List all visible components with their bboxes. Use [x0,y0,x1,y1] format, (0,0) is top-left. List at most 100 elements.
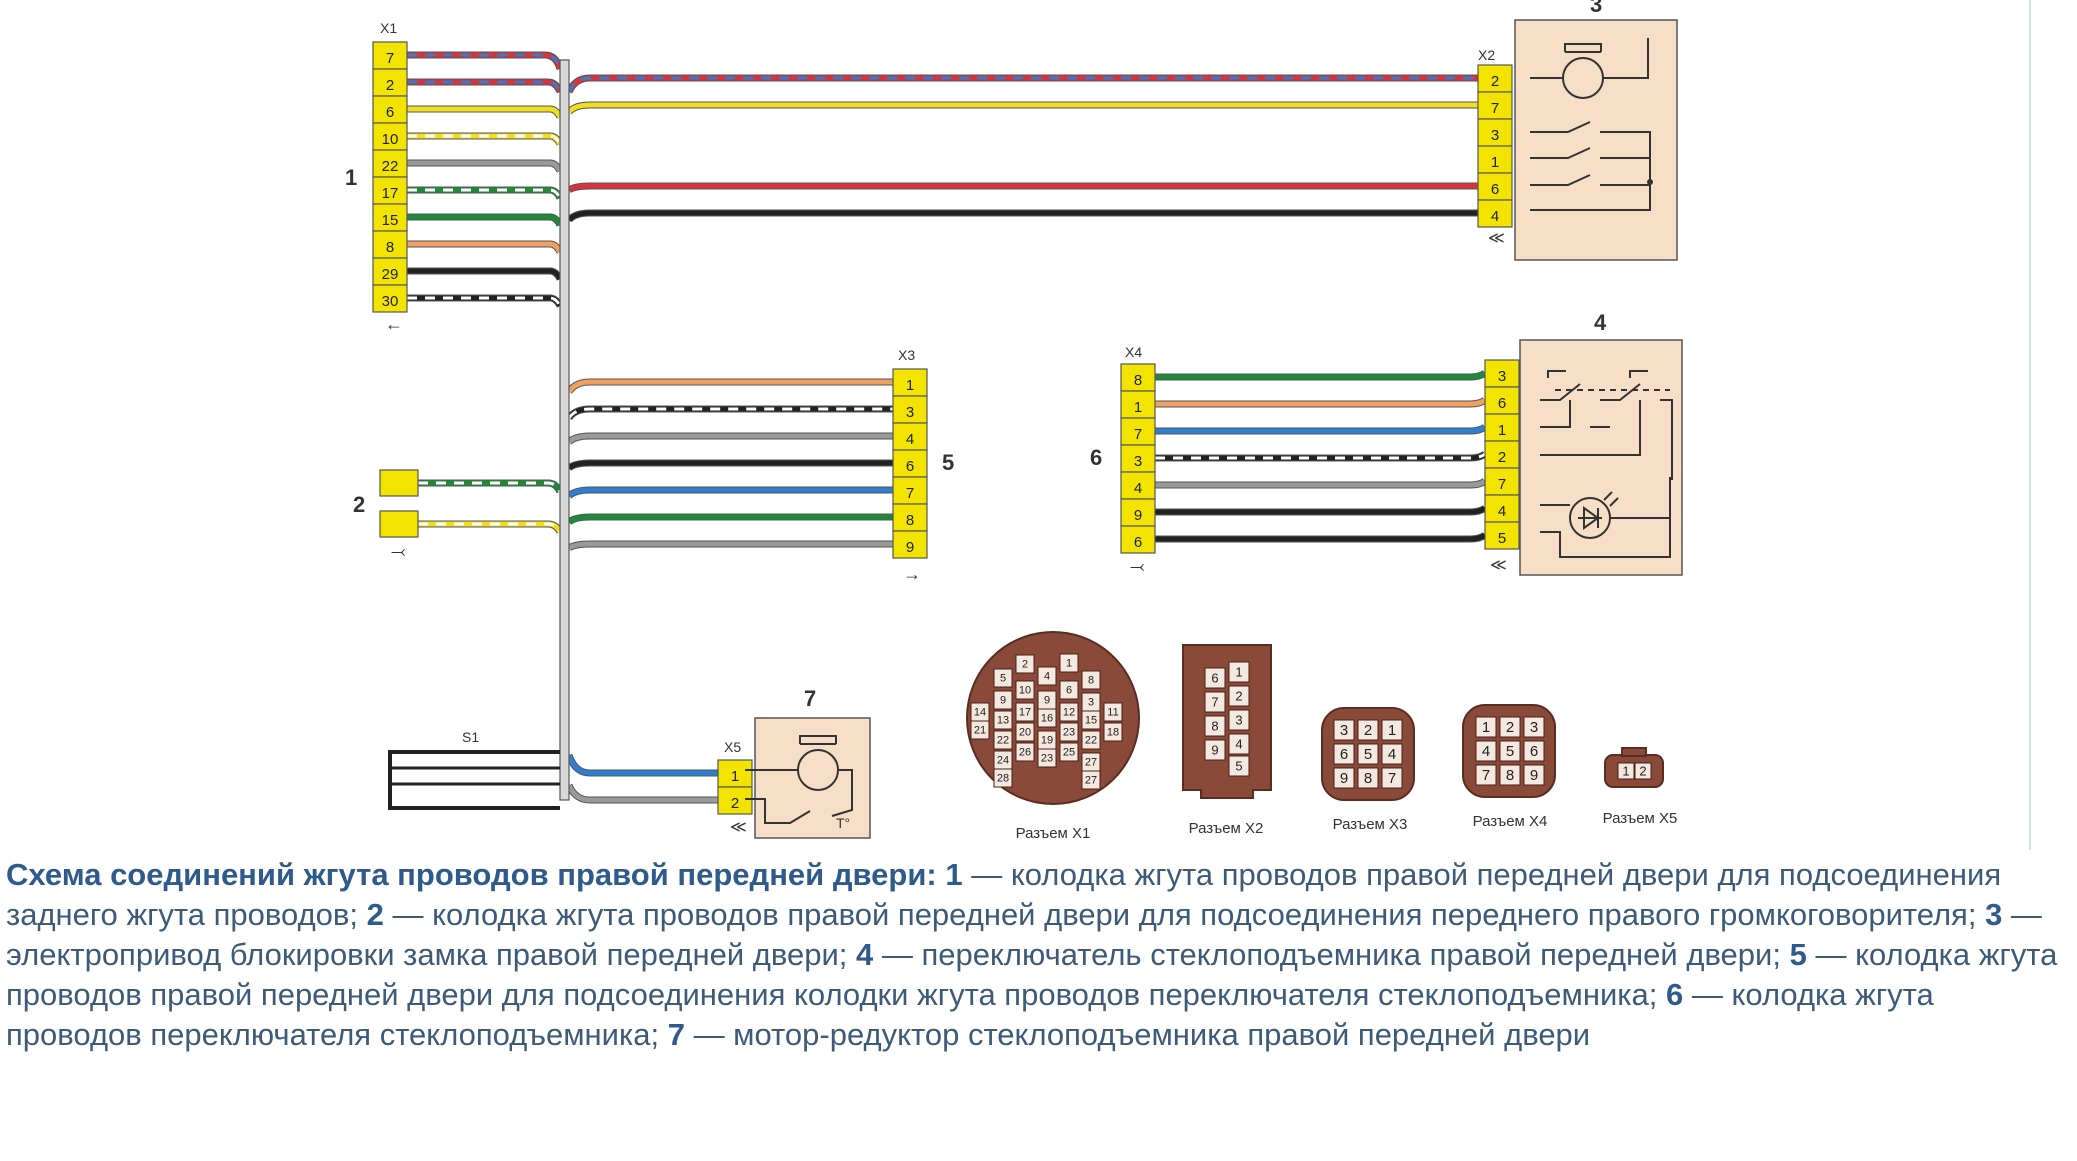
x4-pin: 7 [1134,426,1142,443]
x4-pin: 3 [1134,453,1142,470]
wire [407,213,564,227]
label-4: 4 [1594,310,1607,335]
plug-pin: 20 [1019,727,1031,739]
x4-pin: 8 [1134,372,1142,389]
plug-pin: 2 [1364,722,1372,739]
splice-s1 [388,750,560,810]
plug-pin: 6 [1211,670,1218,685]
x3-pin: 3 [906,404,914,421]
x2-pin: 3 [1491,127,1499,144]
plug-pin: 1 [1066,658,1072,670]
plug-pin: 21 [974,725,986,737]
thermal-label: T° [836,815,850,831]
x3-pin: 4 [906,431,914,448]
plug-pin: 25 [1063,747,1075,759]
x2b-direction-icon: ⤙ [391,541,405,561]
x3-pin: 1 [906,377,914,394]
plug-pin: 8 [1211,718,1218,733]
plug-pin: 4 [1235,736,1242,751]
plug-pin: 14 [974,707,986,719]
caption-item: 6 — колодка жгута проводов переключателя… [6,977,1934,1052]
plug-x4-caption: Разъем X4 [1473,813,1548,830]
wire [1155,397,1488,408]
plug-pin: 3 [1088,697,1094,709]
caption-item: 7 — мотор-редуктор стеклоподъемника прав… [668,1017,1590,1052]
x2-pin: 4 [1491,208,1499,225]
plug-pin: 4 [1482,743,1490,760]
wire [1155,424,1488,435]
wire [407,240,564,254]
wire [566,101,1478,115]
wire [418,479,564,494]
x4-direction-icon: ⤙ [1130,556,1144,576]
wire [567,540,893,552]
plug-pin: 6 [1066,685,1072,697]
caption-item: 5 — колодка жгута проводов правой передн… [6,937,2057,1012]
plug-pin: 1 [1622,763,1629,778]
window-motor [754,717,871,839]
plug-pin: 8 [1364,770,1372,787]
plug-pin: 23 [1063,727,1075,739]
plug-pin: 27 [1085,757,1097,769]
plug-pin: 15 [1085,715,1097,727]
plug-pin: 18 [1107,727,1119,739]
x4-pin: 9 [1134,507,1142,524]
plug-pin: 6 [1530,743,1538,760]
plug-pin: 3 [1530,719,1538,736]
plug-pin: 9 [1340,770,1348,787]
plug-pin: 22 [997,735,1009,747]
indicator-diode-icon [1540,477,1671,558]
wire [407,51,564,71]
x5-direction-icon: ≪ [730,819,747,836]
plug-pin: 2 [1235,688,1242,703]
connector-x5: 12 [717,759,753,815]
wire [566,513,893,525]
x1-pin: 22 [382,158,399,175]
wire [565,783,718,804]
x2-direction-icon: ≪ [1488,230,1505,247]
x1-label: X1 [380,20,397,36]
speaker-connector-a [379,469,419,497]
wire [407,294,564,308]
plug-x2-caption: Разъем X2 [1189,820,1264,837]
label-6: 6 [1090,445,1102,470]
figure-caption: Схема соединений жгута проводов правой п… [6,855,2066,1055]
x4-pin: 4 [1134,480,1142,497]
wire [566,405,893,421]
switch-contacts-icon [1540,370,1673,480]
x3-pin: 6 [906,458,914,475]
wire [566,486,893,499]
x1-pin: 10 [382,131,399,148]
x1-pin: 7 [386,50,394,67]
caption-item-text: — электропривод блокировки замка правой … [6,897,2042,972]
plug-pin: 9 [1211,742,1218,757]
plug-pin: 3 [1235,712,1242,727]
label-7: 7 [804,686,816,711]
wire [1155,370,1488,381]
x1-pin: 15 [382,212,399,229]
plug-pin: 12 [1063,707,1075,719]
plug-pin: 26 [1019,747,1031,759]
window-lift-switch [1519,339,1683,576]
caption-item-text: — колодка жгута проводов правой передней… [6,937,2058,1012]
wire [407,267,564,281]
plug-pin: 8 [1506,767,1514,784]
comp4-pin: 6 [1498,395,1506,412]
x5-pin: 1 [731,768,739,785]
plug-pin: 19 [1041,735,1053,747]
caption-item-number: 1 [936,857,963,892]
wire [1155,532,1488,543]
caption-item-text: — мотор-редуктор стеклоподъемника правой… [684,1017,1591,1052]
x1-pin: 30 [382,293,399,310]
x5-label: X5 [724,739,741,755]
comp4-pin: 2 [1498,449,1506,466]
caption-item-text: — колодка жгута проводов переключателя с… [6,977,1934,1052]
plug-pin: 10 [1019,685,1031,697]
plug-pin: 7 [1388,770,1396,787]
label-1: 1 [345,165,357,190]
x1-pin: 8 [386,239,394,256]
